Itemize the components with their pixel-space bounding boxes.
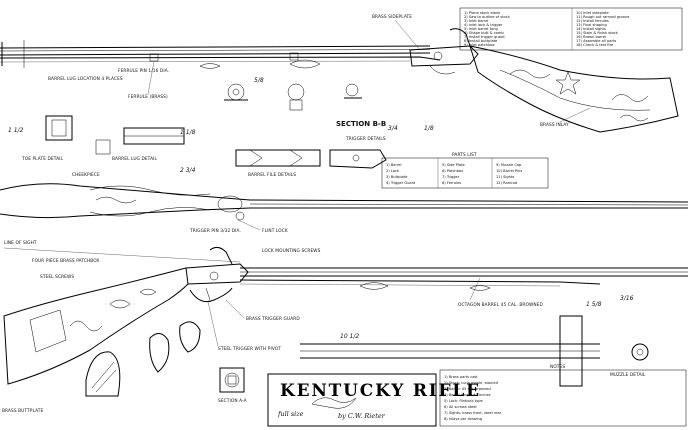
drawing-scale: full size (277, 410, 304, 418)
part-11: 11) Sights (496, 175, 514, 179)
drawing-author: by C.W. Rieter (338, 412, 386, 420)
notes-header: NOTES (550, 364, 565, 370)
part-5: 5) Side Plate (442, 163, 466, 167)
callout-barrel-lug: BARREL LUG LOCATION 4 PLACES (48, 76, 123, 82)
note-8: 8) Install buttplate (464, 39, 498, 43)
callout-flint-lock: FLINT LOCK (262, 228, 288, 234)
callout-line-of-sight: LINE OF SIGHT (4, 240, 37, 246)
note-6: 6) Shape butt & comb (464, 31, 504, 35)
bnote-3: 3) Barrel: 45 cal. browned (444, 387, 491, 391)
dim-muzzle: 3/16 (620, 295, 634, 302)
note-10: 10) Inlet sideplate (576, 11, 609, 15)
parts-list-header: PARTS LIST (452, 152, 477, 158)
bottom-notes: NOTES 1) Brass parts cast 2) Stock: curl… (439, 364, 687, 427)
note-1: 1) Plane stock blank (464, 11, 501, 15)
trigger-details-label: TRIGGER DETAILS (345, 136, 386, 142)
stock-sections (85, 321, 201, 397)
part-9: 9) Muzzle Cap (496, 163, 522, 167)
part-7: 7) Trigger (442, 175, 460, 179)
note-11: 11) Rough out ramrod groove (576, 15, 630, 19)
note-5: 5) Inlet barrel tang (464, 27, 498, 31)
note-3: 3) Inlet barrel (464, 19, 488, 23)
toe-plate-label: TOE PLATE DETAIL (21, 156, 64, 162)
top-rifle-elevation (0, 28, 679, 133)
title-block: KENTUCKY RIFLE full size by C.W. Rieter (267, 373, 481, 427)
middle-rifle-plan: CHEEKPIECE TRIGGER PIN 3/32 DIA. FLINT L… (0, 172, 688, 254)
part-6: 6) Patchbox (442, 169, 464, 173)
callout-octagon-barrel: OCTAGON BARREL 45 CAL. BROWNED (458, 302, 543, 308)
part-8: 8) Ferrules (442, 181, 461, 185)
dim-top: 1 5/8 (586, 301, 602, 308)
section-aa-detail: SECTION A-A (218, 367, 247, 404)
note-2: 2) Saw to outline of stock (464, 15, 511, 19)
bnote-4: 4) Barrel length 42 inches (444, 393, 491, 397)
callout-cheekpiece: CHEEKPIECE (72, 172, 100, 178)
callout-patchbox: FOUR PIECE BRASS PATCHBOX (32, 258, 99, 264)
note-12: 12) Install ferrules (576, 19, 609, 23)
bnote-7: 7) Sights: brass front, steel rear (444, 411, 502, 415)
note-15: 15) Stain & finish stock (576, 31, 619, 35)
section-aa-label: SECTION A-A (218, 398, 247, 404)
muzzle-detail-label: MUZZLE DETAIL (610, 372, 646, 378)
callout-trigger-guard: BRASS TRIGGER GUARD (246, 316, 300, 322)
callout-ferrule-pin: FERRULE PIN 1/16 DIA. (118, 68, 169, 74)
toe-plate-detail: TOE PLATE DETAIL 1 1/2 (8, 115, 73, 162)
callout-buttplate: BRASS BUTTPLATE (2, 408, 44, 414)
part-10: 10) Barrel Pins (496, 169, 522, 173)
note-9: 9) Inlet patchbox (464, 43, 495, 47)
part-3: 3) Buttplate (386, 175, 408, 179)
barrel-lug-label: BARREL LUG DETAIL (112, 156, 157, 162)
callout-trigger-pin: TRIGGER PIN 3/32 DIA. (189, 228, 241, 234)
note-14: 14) Install sights (576, 27, 606, 31)
section-details-top (224, 83, 362, 111)
dim-4: 5/8 (254, 77, 264, 84)
parts-list: PARTS LIST 1) Barrel 2) Lock 3) Buttplat… (381, 152, 549, 189)
bottom-rifle-elevation (3, 246, 688, 385)
trigger-details: TRIGGER DETAILS (329, 136, 387, 169)
barrel-lug-detail: BARREL LUG DETAIL (95, 127, 185, 162)
callout-brass-sideplate: BRASS SIDEPLATE (372, 14, 412, 20)
dim-6: 2 3/4 (180, 167, 196, 174)
callout-lock-screws: LOCK MOUNTING SCREWS (262, 248, 321, 254)
note-18: 18) Check & test fire (576, 43, 614, 47)
side-plate-sketch (311, 397, 357, 409)
barrel-file-label: BARREL FILE DETAILS (248, 172, 296, 178)
dim-2: 3/4 (388, 125, 398, 132)
construction-notes: 1) Plane stock blank 2) Saw to outline o… (459, 7, 683, 51)
callout-steel-screws: STEEL SCREWS (40, 274, 74, 280)
section-bb-label: SECTION B-B (336, 120, 386, 128)
barrel-file-detail: BARREL FILE DETAILS (235, 149, 321, 178)
note-7: 7) Install trigger guard (464, 35, 505, 39)
bnote-2: 2) Stock: curly maple, stained (444, 381, 498, 385)
dim-3: 1/8 (424, 125, 434, 132)
dim-1: 1 1/8 (180, 129, 196, 136)
drawing-title: KENTUCKY RIFLE (280, 381, 481, 401)
bnote-8: 8) Inlays per drawing (444, 417, 482, 421)
bnote-6: 6) All screws steel (444, 405, 477, 409)
note-17: 17) Assemble all parts (576, 39, 616, 43)
bnote-1: 1) Brass parts cast (444, 375, 478, 379)
part-4: 4) Trigger Guard (386, 181, 415, 185)
part-2: 2) Lock (386, 169, 400, 173)
callout-steel-trigger: STEEL TRIGGER WITH PIVOT (218, 346, 281, 352)
bnote-5: 5) Lock: flintlock type (444, 399, 484, 403)
note-4: 4) Inlet lock & trigger (464, 23, 503, 27)
callout-ferrule: FERRULE (BRASS) (128, 94, 168, 100)
note-13: 13) Final shaping (576, 23, 607, 27)
note-16: 16) Brown barrel (576, 35, 606, 39)
barrel-detail-bottom: MUZZLE DETAIL 10 1/2 3/16 1 5/8 (300, 295, 649, 387)
dim-toe: 1 1/2 (8, 127, 24, 134)
part-1: 1) Barrel (386, 163, 402, 167)
dim-barrel: 10 1/2 (340, 333, 359, 340)
part-12: 12) Ramrod (496, 181, 517, 185)
callout-brass-inlay: BRASS INLAY (540, 122, 569, 128)
